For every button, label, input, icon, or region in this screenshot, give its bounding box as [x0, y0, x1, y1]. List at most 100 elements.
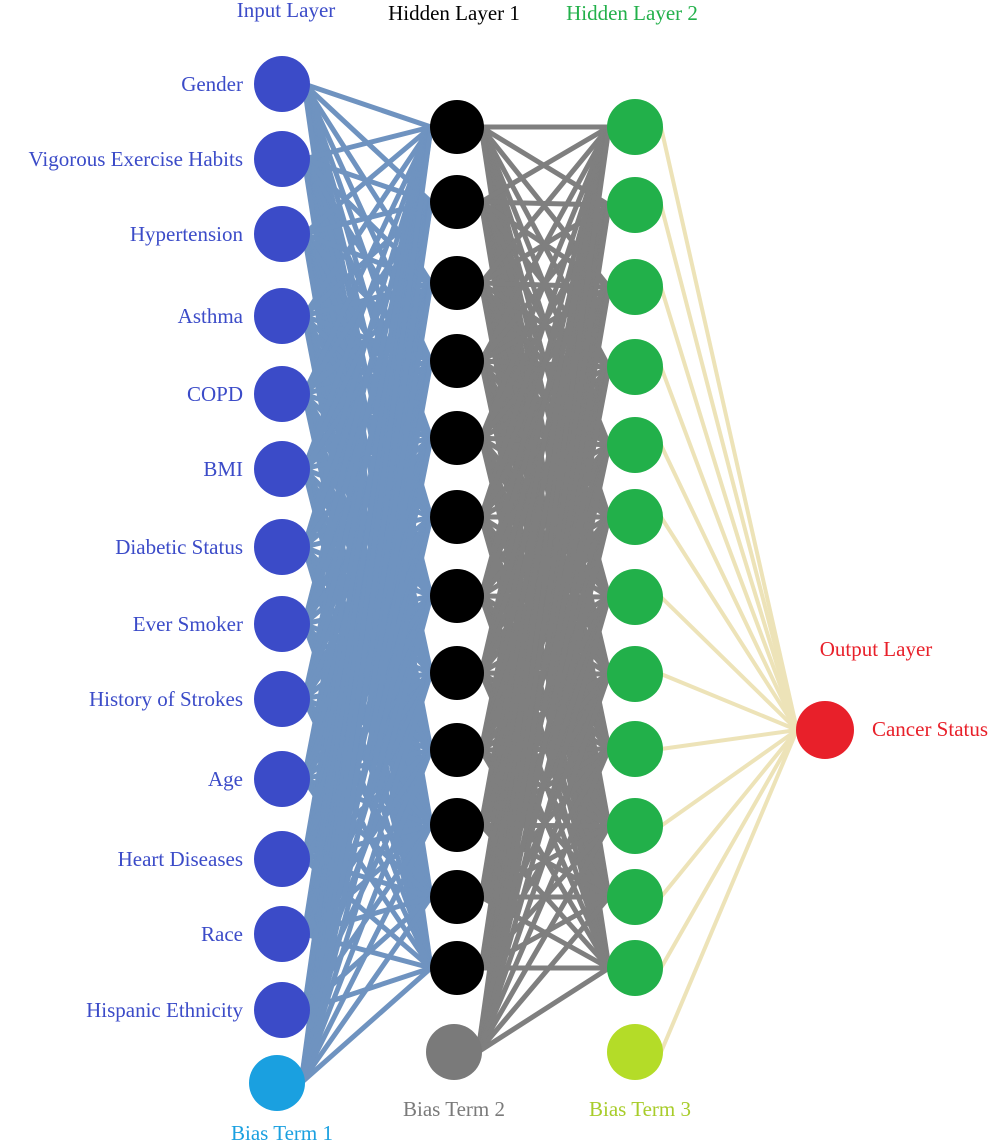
- edge-input-hidden1: [301, 124, 434, 162]
- input-label: Race: [201, 922, 243, 946]
- hidden2-node: [607, 177, 663, 233]
- output-layer-title: Output Layer: [820, 637, 933, 661]
- edges-input-to-hidden1: [298, 81, 434, 1086]
- input-label: BMI: [203, 457, 243, 481]
- hidden1-node: [430, 646, 484, 700]
- edge-hidden2-output: [659, 515, 799, 732]
- edge-input-hidden1: [301, 81, 434, 130]
- hidden2-node: [607, 646, 663, 702]
- edge-hidden1-hidden2: [475, 671, 612, 1055]
- edge-hidden2-output: [659, 728, 799, 899]
- hidden2-node: [607, 99, 663, 155]
- input-label: Diabetic Status: [115, 535, 243, 559]
- edge-hidden2-output: [659, 443, 799, 732]
- hidden1-node: [430, 870, 484, 924]
- edge-hidden1-hidden2: [475, 442, 612, 1055]
- input-node: [254, 596, 310, 652]
- hidden1-node: [430, 100, 484, 154]
- edge-input-hidden1: [298, 747, 434, 1086]
- edge-hidden1-hidden2: [478, 124, 612, 286]
- bias-term-3-label: Bias Term 3: [589, 1097, 691, 1121]
- input-node: [254, 206, 310, 262]
- input-label: History of Strokes: [89, 687, 243, 711]
- input-node: [254, 131, 310, 187]
- input-node: [254, 56, 310, 112]
- output-node: [796, 701, 854, 759]
- input-node: [254, 671, 310, 727]
- hidden2-node: [607, 339, 663, 395]
- hidden1-node: [430, 569, 484, 623]
- hidden1-node: [430, 411, 484, 465]
- edge-hidden2-output: [659, 728, 799, 828]
- edge-input-hidden1: [298, 593, 434, 1086]
- edge-hidden1-hidden2: [478, 124, 612, 520]
- hidden-layer-2-title: Hidden Layer 2: [566, 1, 698, 25]
- input-label: Ever Smoker: [133, 612, 243, 636]
- edge-hidden2-output: [659, 203, 799, 732]
- bias-term-1-label: Bias Term 1: [231, 1121, 333, 1143]
- edge-hidden2-output: [659, 728, 799, 751]
- edge-input-hidden1: [301, 124, 434, 550]
- edge-hidden2-output: [659, 672, 799, 732]
- edge-input-hidden1: [298, 822, 434, 1086]
- bias-node-3: [607, 1024, 663, 1080]
- bias-node-1: [249, 1055, 305, 1111]
- network-nodes: [249, 56, 854, 1111]
- edge-input-hidden1: [301, 124, 434, 319]
- edge-hidden2-output: [659, 125, 799, 732]
- hidden2-node: [607, 940, 663, 996]
- edge-hidden2-output: [659, 728, 799, 970]
- edge-hidden1-hidden2: [475, 284, 612, 1055]
- edge-input-hidden1: [298, 894, 434, 1086]
- edge-hidden1-hidden2: [475, 594, 612, 1055]
- edge-hidden1-hidden2: [478, 124, 612, 676]
- edge-input-hidden1: [301, 124, 434, 472]
- edge-hidden2-output: [659, 595, 799, 732]
- edge-input-hidden1: [298, 965, 434, 1086]
- edge-hidden1-hidden2: [478, 124, 612, 205]
- input-label: Hypertension: [130, 222, 244, 246]
- hidden2-node: [607, 569, 663, 625]
- input-label: Asthma: [178, 304, 244, 328]
- hidden2-node: [607, 259, 663, 315]
- edge-hidden1-hidden2: [475, 364, 612, 1055]
- edge-hidden1-hidden2: [478, 124, 612, 441]
- edge-hidden2-output: [659, 728, 799, 1054]
- input-node: [254, 519, 310, 575]
- input-label: Hispanic Ethnicity: [86, 998, 243, 1022]
- edges-hidden1-to-hidden2: [475, 124, 612, 1055]
- hidden2-node: [607, 869, 663, 925]
- bias-node-2: [426, 1024, 482, 1080]
- edge-hidden1-hidden2: [478, 124, 612, 599]
- edge-hidden1-hidden2: [475, 746, 612, 1055]
- hidden1-node: [430, 941, 484, 995]
- input-node: [254, 906, 310, 962]
- edge-hidden2-output: [659, 365, 799, 732]
- edges-hidden2-to-output: [659, 125, 799, 1054]
- hidden1-node: [430, 723, 484, 777]
- edge-hidden1-hidden2: [475, 894, 612, 1055]
- edge-hidden1-hidden2: [475, 514, 612, 1055]
- edge-input-hidden1: [301, 124, 434, 397]
- input-node: [254, 288, 310, 344]
- input-layer-title: Input Layer: [237, 0, 336, 22]
- hidden1-node: [430, 334, 484, 388]
- edge-input-hidden1: [301, 124, 434, 702]
- edge-hidden1-hidden2: [478, 124, 612, 364]
- output-node-label: Cancer Status: [872, 717, 988, 741]
- input-node: [254, 751, 310, 807]
- edge-input-hidden1: [298, 435, 434, 1086]
- hidden1-node: [430, 256, 484, 310]
- input-label: COPD: [187, 382, 243, 406]
- hidden2-node: [607, 417, 663, 473]
- input-node: [254, 831, 310, 887]
- edge-input-hidden1: [298, 358, 434, 1086]
- edge-input-hidden1: [298, 514, 434, 1086]
- edge-hidden1-hidden2: [475, 823, 612, 1055]
- hidden1-node: [430, 798, 484, 852]
- hidden2-node: [607, 798, 663, 854]
- edge-hidden1-hidden2: [475, 965, 612, 1055]
- hidden-layer-1-title: Hidden Layer 1: [388, 1, 520, 25]
